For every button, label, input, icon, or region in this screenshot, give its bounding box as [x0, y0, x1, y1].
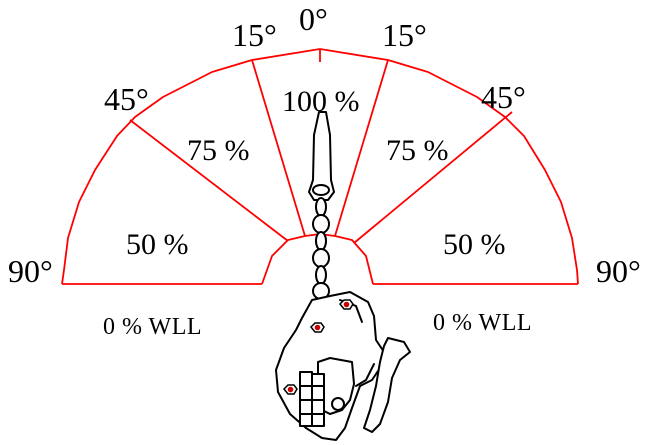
chain	[313, 198, 329, 299]
bolt-center	[344, 302, 350, 308]
angle-label-90-right: 90°	[596, 253, 641, 289]
angle-label-15-left: 15°	[232, 17, 277, 53]
angle-label-45-right: 45°	[481, 79, 526, 115]
zone-label-50-right: 50 %	[443, 228, 506, 261]
zone-label-0-right: 0 % WLL	[433, 310, 532, 336]
zone-label-75-left: 75 %	[187, 134, 250, 167]
divider-45-right	[354, 112, 512, 243]
chain-link	[316, 198, 326, 216]
clamp-pivot	[332, 398, 344, 410]
bolt-center	[315, 325, 321, 331]
chain-link	[313, 215, 329, 233]
zone-label-75-right: 75 %	[386, 134, 449, 167]
chain-link	[313, 249, 329, 267]
angle-label-0: 0°	[299, 1, 328, 37]
shackle-eye	[313, 185, 329, 195]
chain-link	[316, 266, 326, 284]
angle-label-15-right: 15°	[382, 17, 427, 53]
angle-label-90-left: 90°	[8, 253, 53, 289]
zone-label-0-left: 0 % WLL	[103, 314, 202, 340]
zone-label-50-left: 50 %	[126, 228, 189, 261]
angle-label-45-left: 45°	[104, 81, 149, 117]
bolt-center	[288, 387, 294, 393]
chain-link	[316, 232, 326, 250]
